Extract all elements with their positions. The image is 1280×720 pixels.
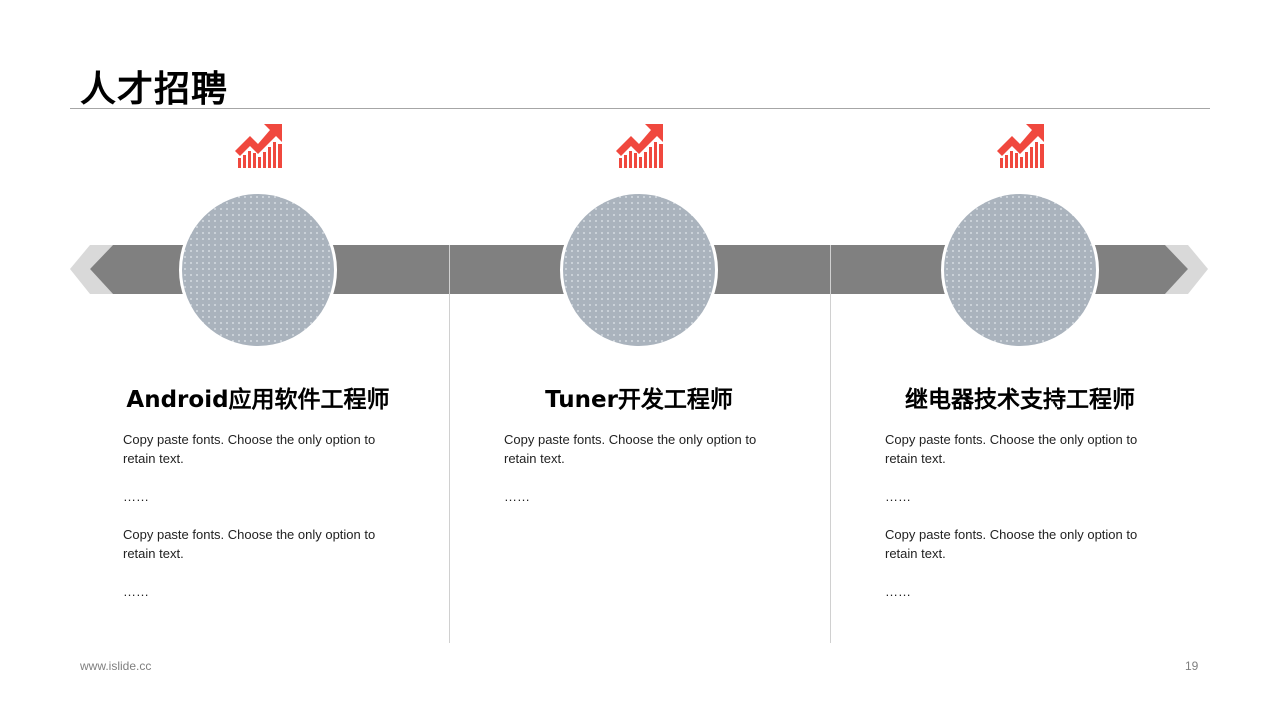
position-description: Copy paste fonts. Choose the only option… xyxy=(885,527,1138,561)
ellipsis: …… xyxy=(504,489,530,504)
position-description: Copy paste fonts. Choose the only option… xyxy=(123,432,376,466)
chart-growth-icon xyxy=(235,124,282,168)
ellipsis: …… xyxy=(123,584,149,599)
position-column-1: Android应用软件工程师 Copy paste fonts. Choose … xyxy=(123,380,393,620)
image-placeholder-circle xyxy=(179,191,337,349)
position-description: Copy paste fonts. Choose the only option… xyxy=(123,527,376,561)
chart-growth-icon xyxy=(997,124,1044,168)
position-column-3: 继电器技术支持工程师 Copy paste fonts. Choose the … xyxy=(885,380,1155,620)
title-divider xyxy=(70,108,1210,109)
position-heading: 继电器技术支持工程师 xyxy=(905,387,1135,413)
chart-growth-icon xyxy=(616,124,663,168)
ellipsis: …… xyxy=(885,584,911,599)
position-heading: Android应用软件工程师 xyxy=(126,387,390,413)
page-number: 19 xyxy=(1185,659,1199,673)
column-divider xyxy=(449,245,450,643)
footer-website: www.islide.cc xyxy=(80,659,152,673)
position-column-2: Tuner开发工程师 Copy paste fonts. Choose the … xyxy=(504,380,774,525)
image-placeholder-circle xyxy=(560,191,718,349)
arrow-left-light xyxy=(70,245,113,294)
arrow-right-light xyxy=(1165,245,1208,294)
ellipsis: …… xyxy=(885,489,911,504)
position-heading: Tuner开发工程师 xyxy=(545,387,733,413)
position-description: Copy paste fonts. Choose the only option… xyxy=(885,432,1138,466)
column-divider xyxy=(830,245,831,643)
image-placeholder-circle xyxy=(941,191,1099,349)
page-title: 人才招聘 xyxy=(80,69,229,110)
ellipsis: …… xyxy=(123,489,149,504)
position-description: Copy paste fonts. Choose the only option… xyxy=(504,432,757,466)
